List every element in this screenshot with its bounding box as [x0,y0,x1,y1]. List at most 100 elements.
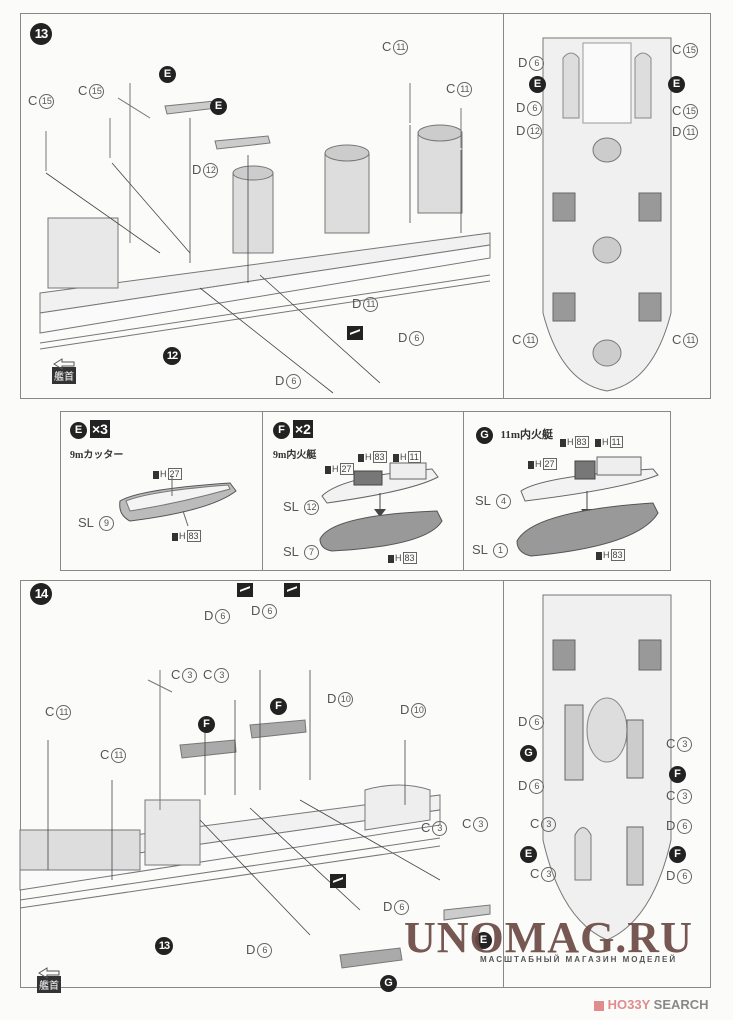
step-13-ship-illustration [39,83,491,394]
watermark-title: UNOMAG.RU [404,913,693,962]
hull-ref-12: 12 [163,347,181,365]
step-13-top-view-panel [503,13,711,399]
boat-f-header: F×2 [273,420,313,440]
boat-g-header: G 11m内火艇 [476,425,553,444]
boat-g-name: 11m内火艇 [500,429,554,441]
boat-f-part-sl12: SL 12 [283,500,320,516]
arrow-left-icon [37,966,60,979]
boat-f-illustration [319,462,443,552]
boat-e-illustration [119,476,237,527]
top-badge-g: G [520,745,537,762]
top-badge-f-b: F [669,846,686,863]
boat-f-part-sl7: SL 7 [283,545,320,561]
watermark-subtitle: МАСШТАБНЫЙ МАГАЗИН МОДЕЛЕЙ [480,955,678,964]
boat-e-header: E×3 [70,420,110,440]
hobby-search-logo-icon [594,1000,604,1011]
bow-label: 艦首 [37,976,61,993]
hull-ref-13: 13 [155,937,173,955]
decal-icon [330,874,346,888]
boat-f-badge: F [273,422,290,440]
boat-g-part-sl4: SL 4 [475,494,512,510]
boat-ref-f-a: F [198,716,215,733]
arrow-left-icon [52,357,75,370]
boat-f-multiplier: ×2 [293,420,313,438]
top-badge-f-a: F [669,766,686,783]
top-badge-e: E [520,846,537,863]
top-badge-e-right: E [668,76,685,93]
top-badge-e-left: E [529,76,546,93]
boat-e-badge: E [70,422,87,440]
decal-icon [284,583,300,597]
step-14-ship-illustration [19,670,491,969]
boat-g-illustration [516,456,659,557]
boat-g-part-sl1: SL 1 [472,543,509,559]
boat-ref-f-b: F [270,698,287,715]
boat-e-multiplier: ×3 [90,420,110,438]
boat-g-badge: G [476,427,493,444]
source-text-b: SEARCH [653,997,709,1012]
boat-e-part-sl9: SL 9 [78,516,115,532]
step-13-number: 13 [30,23,52,45]
step-14-number: 14 [30,583,52,605]
boat-g-panel [463,411,671,571]
part-badge-e-b: E [210,98,227,115]
source-text-a: HO33Y [607,997,651,1012]
step-13-top-view-illustration [542,37,672,392]
step-14-top-view-panel [503,580,711,988]
boat-ref-g: G [380,975,397,992]
part-badge-e-a: E [159,66,176,83]
bow-direction-indicator: 艦首 [37,966,61,994]
decal-icon [347,326,363,340]
bow-label: 艦首 [52,367,76,384]
bow-direction-indicator: 艦首 [52,357,76,385]
source-badge: HO33Y SEARCH [594,997,709,1012]
step-14-top-view-illustration [542,594,672,941]
